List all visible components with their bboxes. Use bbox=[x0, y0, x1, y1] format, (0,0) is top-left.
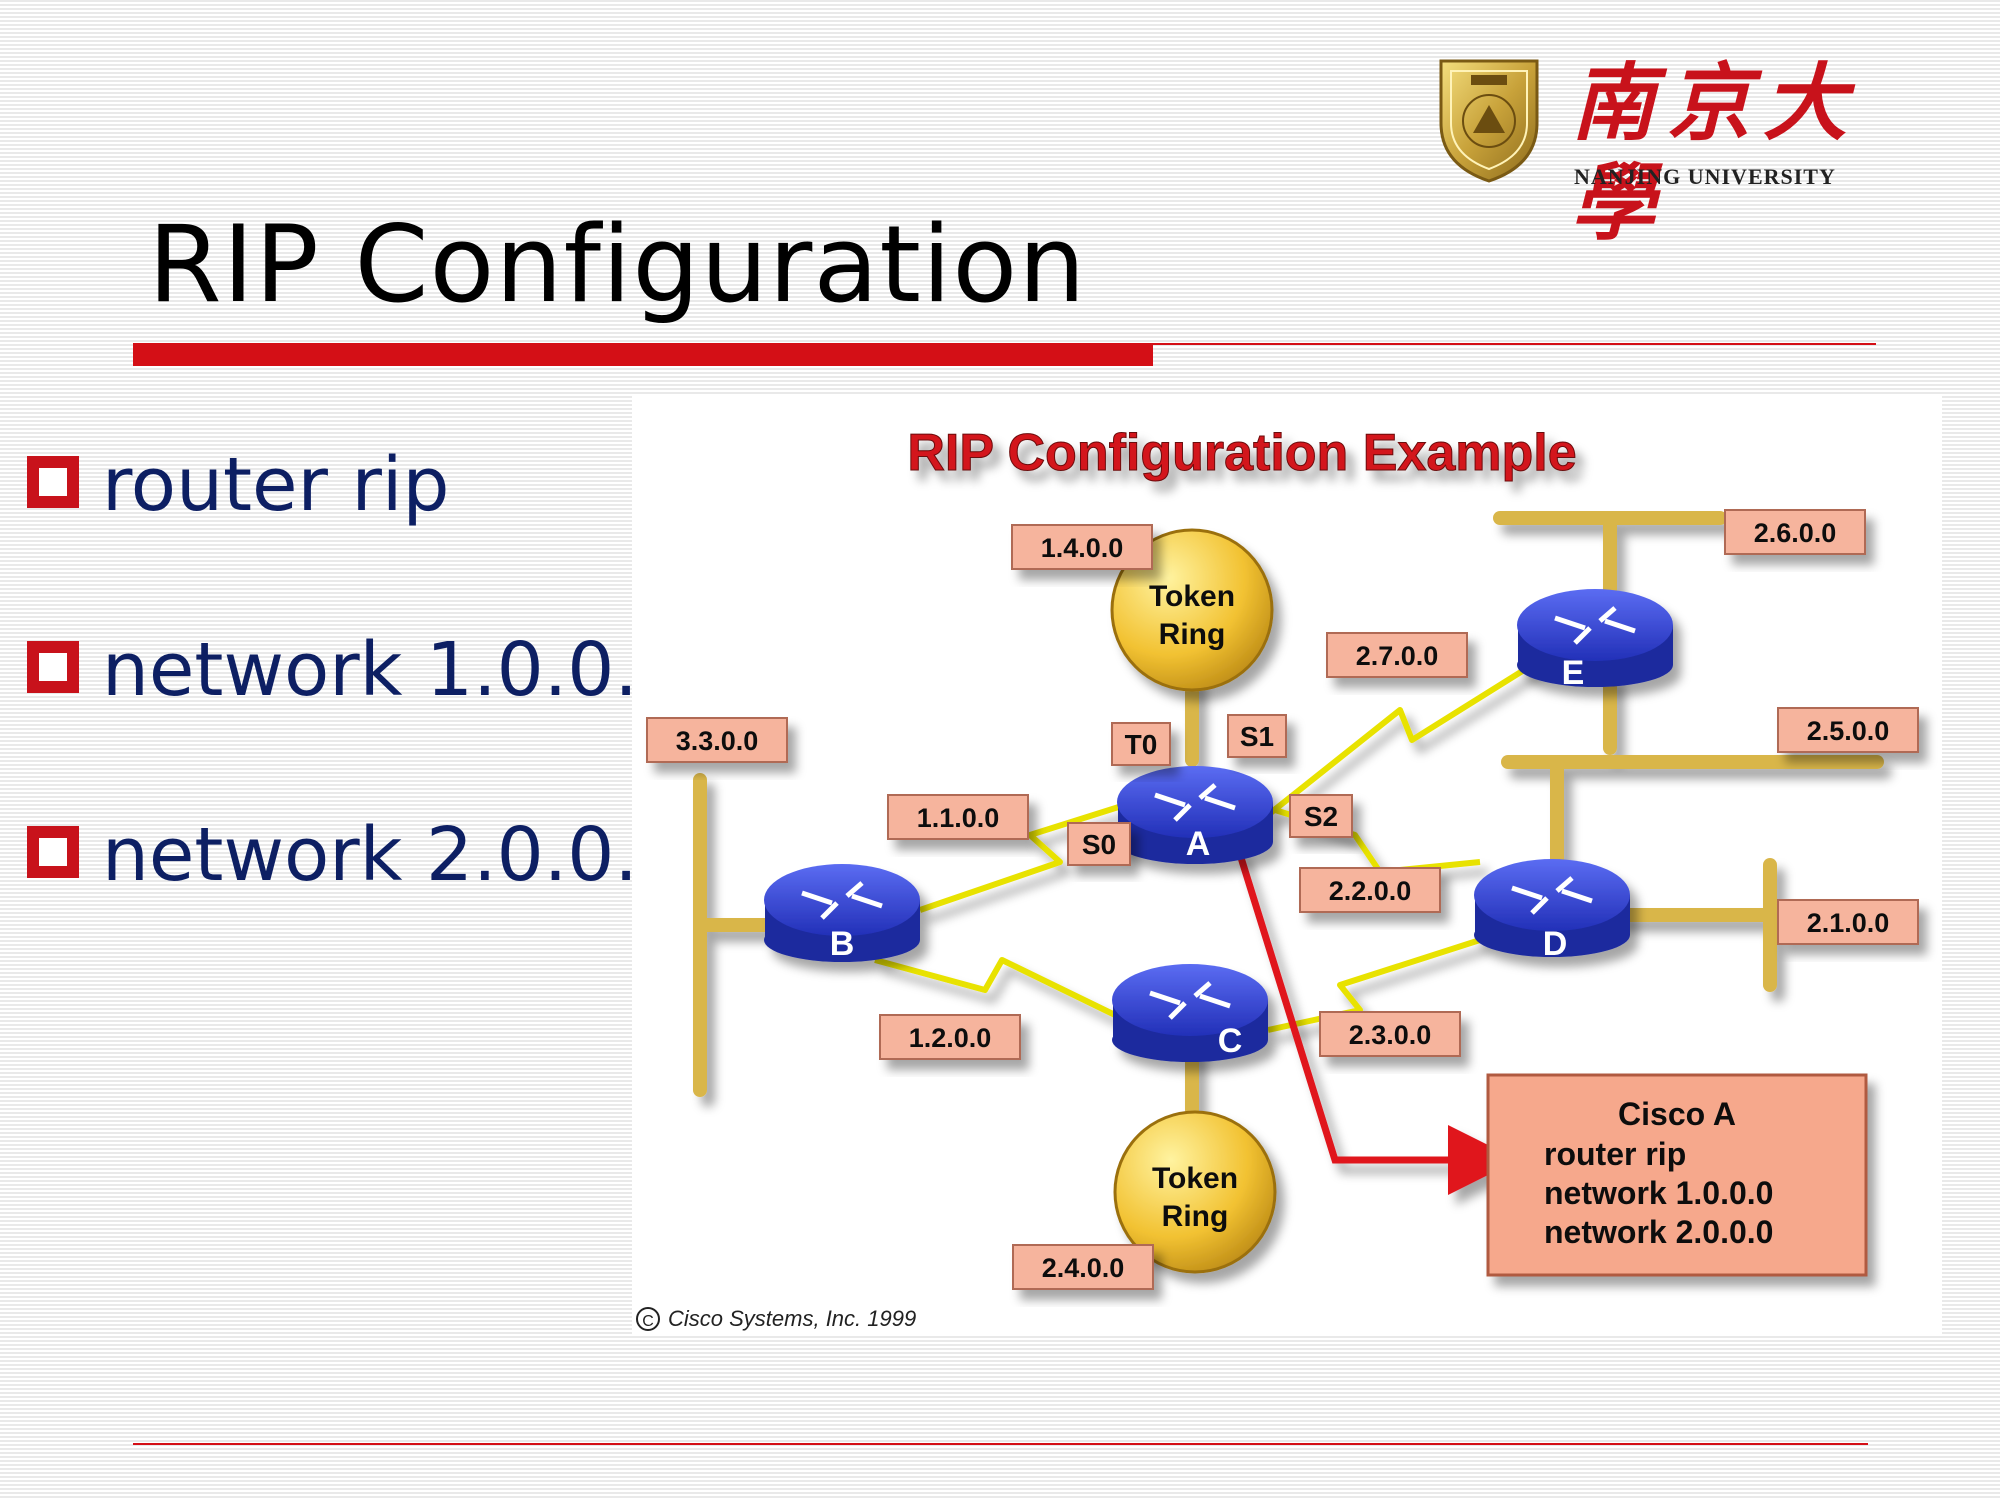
config-line: router rip bbox=[1544, 1136, 1686, 1172]
university-logo: 南京大學 NANJING UNIVERSITY bbox=[1433, 53, 1903, 252]
network-label-2-6: 2.6.0.0 bbox=[1724, 509, 1866, 555]
university-name-chinese: 南京大學 bbox=[1571, 53, 1860, 252]
svg-text:S0: S0 bbox=[1082, 829, 1116, 860]
square-bullet-icon bbox=[27, 456, 79, 508]
svg-text:2.1.0.0: 2.1.0.0 bbox=[1807, 908, 1890, 938]
svg-text:2.3.0.0: 2.3.0.0 bbox=[1349, 1020, 1432, 1050]
network-label-2-2: 2.2.0.0 bbox=[1299, 867, 1441, 913]
network-label-2-3: 2.3.0.0 bbox=[1319, 1011, 1461, 1057]
network-label-1-2: 1.2.0.0 bbox=[879, 1014, 1021, 1060]
router-e: E bbox=[1517, 589, 1673, 692]
router-label: B bbox=[830, 925, 855, 963]
diagram-title: RIP Configuration Example bbox=[907, 424, 1576, 482]
university-name-english: NANJING UNIVERSITY bbox=[1574, 164, 1836, 189]
page-title: RIP Configuration bbox=[148, 203, 1087, 326]
config-line: network 2.0.0.0 bbox=[1544, 1214, 1773, 1250]
copyright-text: Cisco Systems, Inc. 1999 bbox=[668, 1306, 917, 1331]
router-label: D bbox=[1543, 925, 1568, 963]
svg-text:2.5.0.0: 2.5.0.0 bbox=[1807, 716, 1890, 746]
rip-network-diagram: RIP Configuration Example bbox=[632, 396, 1942, 1336]
router-label: E bbox=[1562, 654, 1585, 692]
token-ring-label: Ring bbox=[1162, 1200, 1229, 1233]
interface-label-s0: S0 bbox=[1067, 822, 1131, 866]
config-box: Cisco A router rip network 1.0.0.0 netwo… bbox=[1486, 1073, 1868, 1277]
interface-label-s2: S2 bbox=[1289, 794, 1353, 838]
interface-label-s1: S1 bbox=[1227, 714, 1287, 758]
network-label-3-3: 3.3.0.0 bbox=[646, 717, 788, 763]
network-label-2-1: 2.1.0.0 bbox=[1777, 899, 1919, 945]
router-a: A bbox=[1117, 766, 1273, 864]
config-line: network 1.0.0.0 bbox=[1544, 1175, 1773, 1211]
copyright-icon: C bbox=[636, 1307, 660, 1331]
square-bullet-icon bbox=[27, 826, 79, 878]
token-ring-label: Ring bbox=[1159, 618, 1226, 651]
network-label-2-7: 2.7.0.0 bbox=[1326, 632, 1468, 678]
svg-text:2.6.0.0: 2.6.0.0 bbox=[1754, 518, 1837, 548]
network-label-2-5: 2.5.0.0 bbox=[1777, 707, 1919, 753]
svg-text:1.1.0.0: 1.1.0.0 bbox=[917, 803, 1000, 833]
square-bullet-icon bbox=[27, 641, 79, 693]
router-label: C bbox=[1218, 1022, 1243, 1060]
svg-text:1.2.0.0: 1.2.0.0 bbox=[909, 1023, 992, 1053]
config-line: Cisco A bbox=[1618, 1096, 1736, 1132]
interface-labels: T0 S1 S0 S2 bbox=[1067, 714, 1353, 866]
network-label-1-4: 1.4.0.0 bbox=[1011, 524, 1153, 570]
svg-text:2.7.0.0: 2.7.0.0 bbox=[1356, 641, 1439, 671]
bullet-text: network 2.0.0.0 bbox=[102, 812, 685, 898]
network-labels: 1.4.0.0 2.6.0.0 2.7.0.0 3.3.0.0 2.5.0.0 … bbox=[646, 509, 1919, 1290]
svg-text:C: C bbox=[642, 1313, 654, 1330]
router-label: A bbox=[1186, 825, 1211, 863]
ethernet-buses bbox=[693, 511, 1884, 1117]
svg-text:3.3.0.0: 3.3.0.0 bbox=[676, 726, 759, 756]
svg-text:S1: S1 bbox=[1240, 721, 1274, 752]
svg-text:S2: S2 bbox=[1304, 801, 1338, 832]
interface-label-t0: T0 bbox=[1111, 722, 1171, 766]
title-underline-thin bbox=[1153, 343, 1876, 345]
config-arrow bbox=[1234, 846, 1518, 1195]
title-underline-thick bbox=[133, 343, 1153, 366]
router-c: C bbox=[1112, 964, 1268, 1062]
token-ring-bottom: Token Ring bbox=[1113, 1110, 1277, 1274]
router-d: D bbox=[1474, 859, 1630, 963]
svg-text:2.4.0.0: 2.4.0.0 bbox=[1042, 1253, 1125, 1283]
network-label-2-4: 2.4.0.0 bbox=[1012, 1244, 1154, 1290]
token-ring-label: Token bbox=[1152, 1162, 1238, 1195]
svg-text:T0: T0 bbox=[1125, 729, 1158, 760]
router-b: B bbox=[764, 864, 920, 963]
footer-rule bbox=[133, 1443, 1868, 1445]
token-ring-label: Token bbox=[1149, 580, 1235, 613]
university-crest-icon bbox=[1439, 59, 1539, 183]
bullet-text: router rip bbox=[102, 442, 450, 528]
network-label-1-1: 1.1.0.0 bbox=[887, 794, 1029, 840]
svg-text:1.4.0.0: 1.4.0.0 bbox=[1041, 533, 1124, 563]
svg-text:2.2.0.0: 2.2.0.0 bbox=[1329, 876, 1412, 906]
bullet-text: network 1.0.0.0 bbox=[102, 627, 685, 713]
